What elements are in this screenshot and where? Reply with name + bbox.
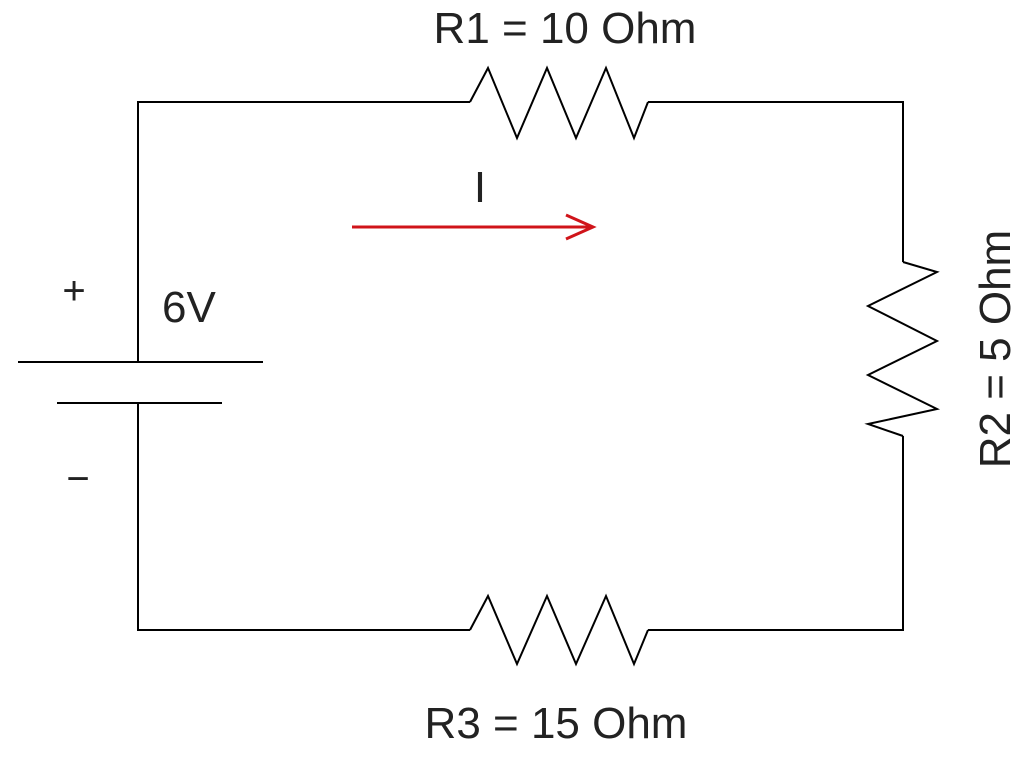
top-left-wire xyxy=(137,101,470,362)
battery-voltage-label: 6V xyxy=(162,283,216,332)
resistor-r2-label: R2 = 5 Ohm xyxy=(971,230,1020,468)
battery-plus-sign: + xyxy=(62,269,85,313)
current-label: I xyxy=(474,163,486,212)
resistor-r2-zigzag xyxy=(864,261,941,437)
resistor-r1-label: R1 = 10 Ohm xyxy=(434,4,697,53)
wires xyxy=(137,101,904,631)
top-right-wire xyxy=(648,101,904,262)
battery-minus-sign: − xyxy=(66,457,89,501)
resistor-r3: R3 = 15 Ohm xyxy=(425,593,688,748)
battery: + − 6V xyxy=(18,269,263,501)
current-indicator: I xyxy=(352,163,597,241)
resistor-r2: R2 = 5 Ohm xyxy=(864,230,1020,468)
resistor-r1: R1 = 10 Ohm xyxy=(434,4,697,141)
resistor-r3-label: R3 = 15 Ohm xyxy=(425,699,688,748)
current-arrow-head xyxy=(565,213,597,241)
right-bottom-wire xyxy=(648,436,904,631)
resistor-r1-zigzag xyxy=(469,65,649,141)
resistor-r3-zigzag xyxy=(469,593,649,667)
bottom-left-wire xyxy=(137,403,470,631)
